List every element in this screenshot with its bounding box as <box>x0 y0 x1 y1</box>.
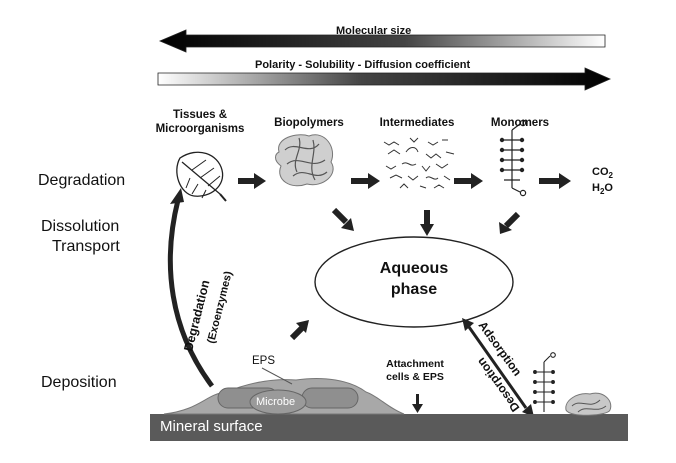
eps-label: EPS <box>252 355 276 367</box>
monomer-structure-icon <box>499 119 527 197</box>
polarity-arrow <box>157 67 611 91</box>
aqueous-phase-ellipse <box>314 236 514 328</box>
eps-biofilm <box>163 367 405 415</box>
deposition-row-label: Deposition <box>41 374 117 391</box>
transport-row-label: Transport <box>52 238 120 255</box>
phase-label: phase <box>390 281 438 298</box>
arrow-leaf-to-biopolymers <box>238 173 266 189</box>
arrows-to-aqueous <box>289 207 521 341</box>
mineral-surface-bar <box>150 414 628 441</box>
microbe-label: Microbe <box>256 396 296 408</box>
biopolymers-title: Biopolymers <box>274 117 344 129</box>
surface-protein-icon <box>565 392 612 416</box>
exoenzymes-label: (Exoenzymes) <box>205 270 235 345</box>
microbe-cell <box>249 389 307 415</box>
surface-monomer-icon <box>533 352 556 412</box>
arrow-biopolymers-to-intermediates <box>351 173 380 189</box>
arrow-monomers-down <box>503 211 521 229</box>
co2-label: CO2 <box>592 166 613 181</box>
attachment-arrow <box>412 394 423 413</box>
h2o-label: H2O <box>592 182 613 197</box>
dissolution-row-label: Dissolution <box>41 218 120 235</box>
molecular-size-arrow <box>158 29 606 53</box>
polarity-label: Polarity - Solubility - Diffusion coeffi… <box>255 59 471 71</box>
intermediates-fragments-icon <box>383 137 455 189</box>
arrow-eps-up <box>289 325 305 341</box>
adsorption-desorption-arrow <box>462 318 534 417</box>
attachment-label: Attachment cells & EPS <box>386 358 444 383</box>
stage-arrows <box>238 173 571 189</box>
curved-degradation-arrow <box>167 188 215 388</box>
biopolymer-protein-icon <box>275 134 334 187</box>
arrow-biopolymers-down <box>331 207 349 225</box>
intermediates-title: Intermediates <box>379 117 455 129</box>
arrow-monomers-to-products <box>539 173 571 189</box>
degradation-row-label: Degradation <box>38 172 126 189</box>
tissues-title: Tissues & Microorganisms <box>155 109 245 135</box>
leaf-icon <box>176 151 227 202</box>
monomers-title: Monomers <box>490 117 550 129</box>
arrow-intermediates-down <box>424 210 430 226</box>
mineral-surface-label: Mineral surface <box>160 418 263 435</box>
arrow-intermediates-to-monomers <box>454 173 483 189</box>
aqueous-label: Aqueous <box>379 260 449 277</box>
molecular-size-label: Molecular size <box>336 25 412 37</box>
